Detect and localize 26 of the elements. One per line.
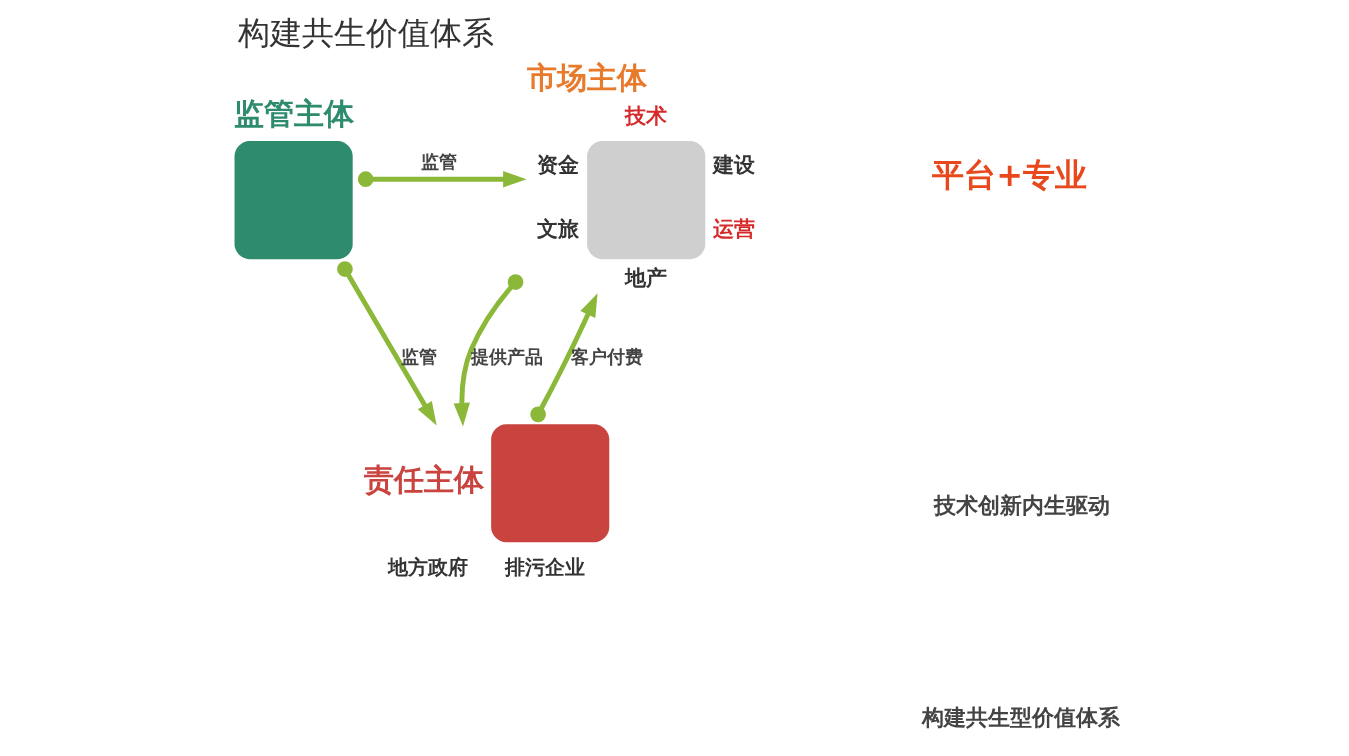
- node-label: 地产: [624, 265, 667, 290]
- node-label: 技术: [624, 104, 667, 129]
- arrow: [357, 171, 527, 188]
- node-box: [491, 424, 610, 543]
- node-label: 文旅: [536, 216, 579, 241]
- node-box: [587, 141, 706, 260]
- label: 构建共生型价值体系: [922, 703, 1121, 730]
- arrow: [453, 274, 524, 427]
- node-label: 运营: [712, 216, 755, 241]
- diagram-title: 构建共生价值体系: [237, 13, 494, 52]
- node-label: 建设: [712, 152, 755, 177]
- node-label: 市场主体: [526, 61, 647, 96]
- edge-label: 客户付费: [571, 345, 644, 367]
- node-box: [234, 141, 353, 260]
- label: 平台+专业: [932, 155, 1088, 194]
- arrow: [530, 293, 598, 423]
- node-label: 排污企业: [505, 556, 586, 580]
- edge-label: 监管: [420, 151, 457, 173]
- node-label: 资金: [536, 152, 579, 177]
- node-label: 责任主体: [364, 462, 485, 497]
- node-label: 地方政府: [387, 556, 468, 580]
- label: 技术创新内生驱动: [933, 492, 1110, 519]
- arrow: [337, 261, 437, 426]
- edge-label: 提供产品: [471, 345, 544, 367]
- node-label: 监管主体: [233, 97, 354, 132]
- edge-label: 监管: [401, 345, 438, 367]
